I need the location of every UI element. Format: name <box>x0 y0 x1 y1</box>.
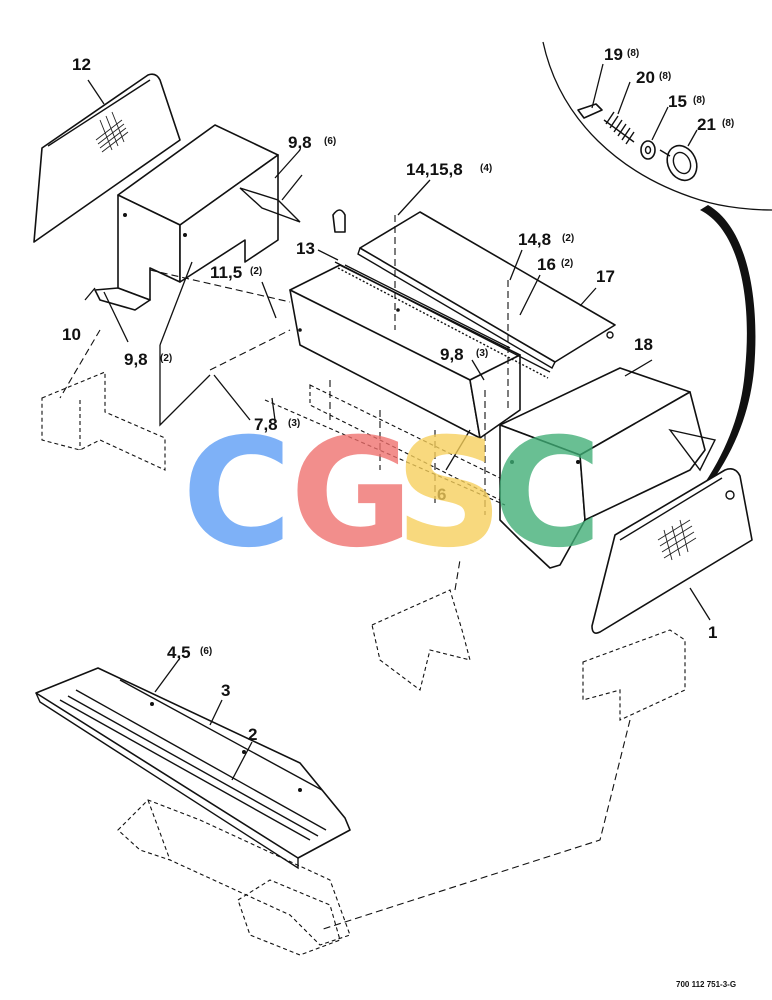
callout-7-8: 7,8 <box>254 415 278 434</box>
callout-3: 3 <box>221 681 230 700</box>
right-housing-tab <box>668 428 717 472</box>
callout-18: 18 <box>634 335 653 354</box>
detail-pointer-wedge <box>700 205 756 490</box>
bottom-deck-panel <box>35 667 351 870</box>
center-phantom-brackets <box>264 384 506 691</box>
qty-15: (8) <box>693 95 705 106</box>
left-side-shield <box>33 73 181 243</box>
right-housing <box>499 367 717 569</box>
qty-14-15-8: (4) <box>480 163 492 174</box>
callout-20: 20 <box>636 68 655 87</box>
right-phantom-bracket <box>319 629 686 931</box>
leader-12 <box>87 79 105 105</box>
left-bracket-tab <box>239 187 301 223</box>
callout-14-8: 14,8 <box>518 230 551 249</box>
callout-9-8-mid: 9,8 <box>440 345 464 364</box>
bottom-phantom-frame <box>117 799 351 956</box>
callout-6: 6 <box>437 485 446 504</box>
qty-14-8: (2) <box>562 233 574 244</box>
latch-clip-part <box>577 103 603 119</box>
center-cover <box>289 264 521 439</box>
washer-part <box>640 140 656 160</box>
callout-9-8-top: 9,8 <box>288 133 312 152</box>
qty-4-5: (6) <box>200 646 212 657</box>
qty-9-8-top: (6) <box>324 136 336 147</box>
watermark-logo: C G S C <box>182 407 602 581</box>
callout-21: 21 <box>697 115 716 134</box>
callout-14-15-8: 14,15,8 <box>406 160 463 179</box>
watermark-letter-g: G <box>290 407 413 581</box>
callout-2: 2 <box>248 725 257 744</box>
leader-1 <box>689 587 711 621</box>
qty-21: (8) <box>722 118 734 129</box>
callout-13: 13 <box>296 239 315 258</box>
assembly-lines <box>149 215 509 515</box>
leader-lines <box>84 149 653 781</box>
seal-strip <box>334 261 551 379</box>
watermark-letter-c1: C <box>182 407 292 581</box>
watermark-letter-s: S <box>395 407 503 581</box>
qty-16: (2) <box>561 258 573 269</box>
top-panel <box>357 211 616 369</box>
callout-10: 10 <box>62 325 81 344</box>
callout-labels: 12 9,8 (6) 14,15,8 (4) 13 14,8 (2) 16 (2… <box>62 45 736 989</box>
qty-9-8-left: (2) <box>160 353 172 364</box>
lower-left-phantom-bracket <box>41 329 166 471</box>
callout-17: 17 <box>596 267 615 286</box>
cover-lip <box>344 264 511 349</box>
detail-inset <box>542 41 772 490</box>
small-clip-bracket <box>332 209 346 233</box>
callout-12: 12 <box>72 55 91 74</box>
handle-ring-part <box>666 144 698 182</box>
right-side-shield <box>591 468 753 634</box>
callout-4-5: 4,5 <box>167 643 191 662</box>
qty-20: (8) <box>659 71 671 82</box>
watermark-letter-c2: C <box>492 407 602 581</box>
qty-19: (8) <box>627 48 639 59</box>
document-number: 700 112 751-3-G <box>676 980 736 989</box>
callout-16: 16 <box>537 255 556 274</box>
qty-9-8-mid: (3) <box>476 348 488 359</box>
qty-11-5: (2) <box>250 266 262 277</box>
qty-7-8: (3) <box>288 418 300 429</box>
shield-vent-grille-left <box>95 111 129 153</box>
spring-part <box>603 111 635 145</box>
callout-11-5: 11,5 <box>210 263 242 282</box>
callout-9-8-left: 9,8 <box>124 350 148 369</box>
callout-1: 1 <box>708 623 717 642</box>
callout-19: 19 <box>604 45 623 64</box>
detail-circle-arc <box>542 41 772 211</box>
shield-vent-grille-right <box>657 519 697 561</box>
callout-15: 15 <box>668 92 687 111</box>
